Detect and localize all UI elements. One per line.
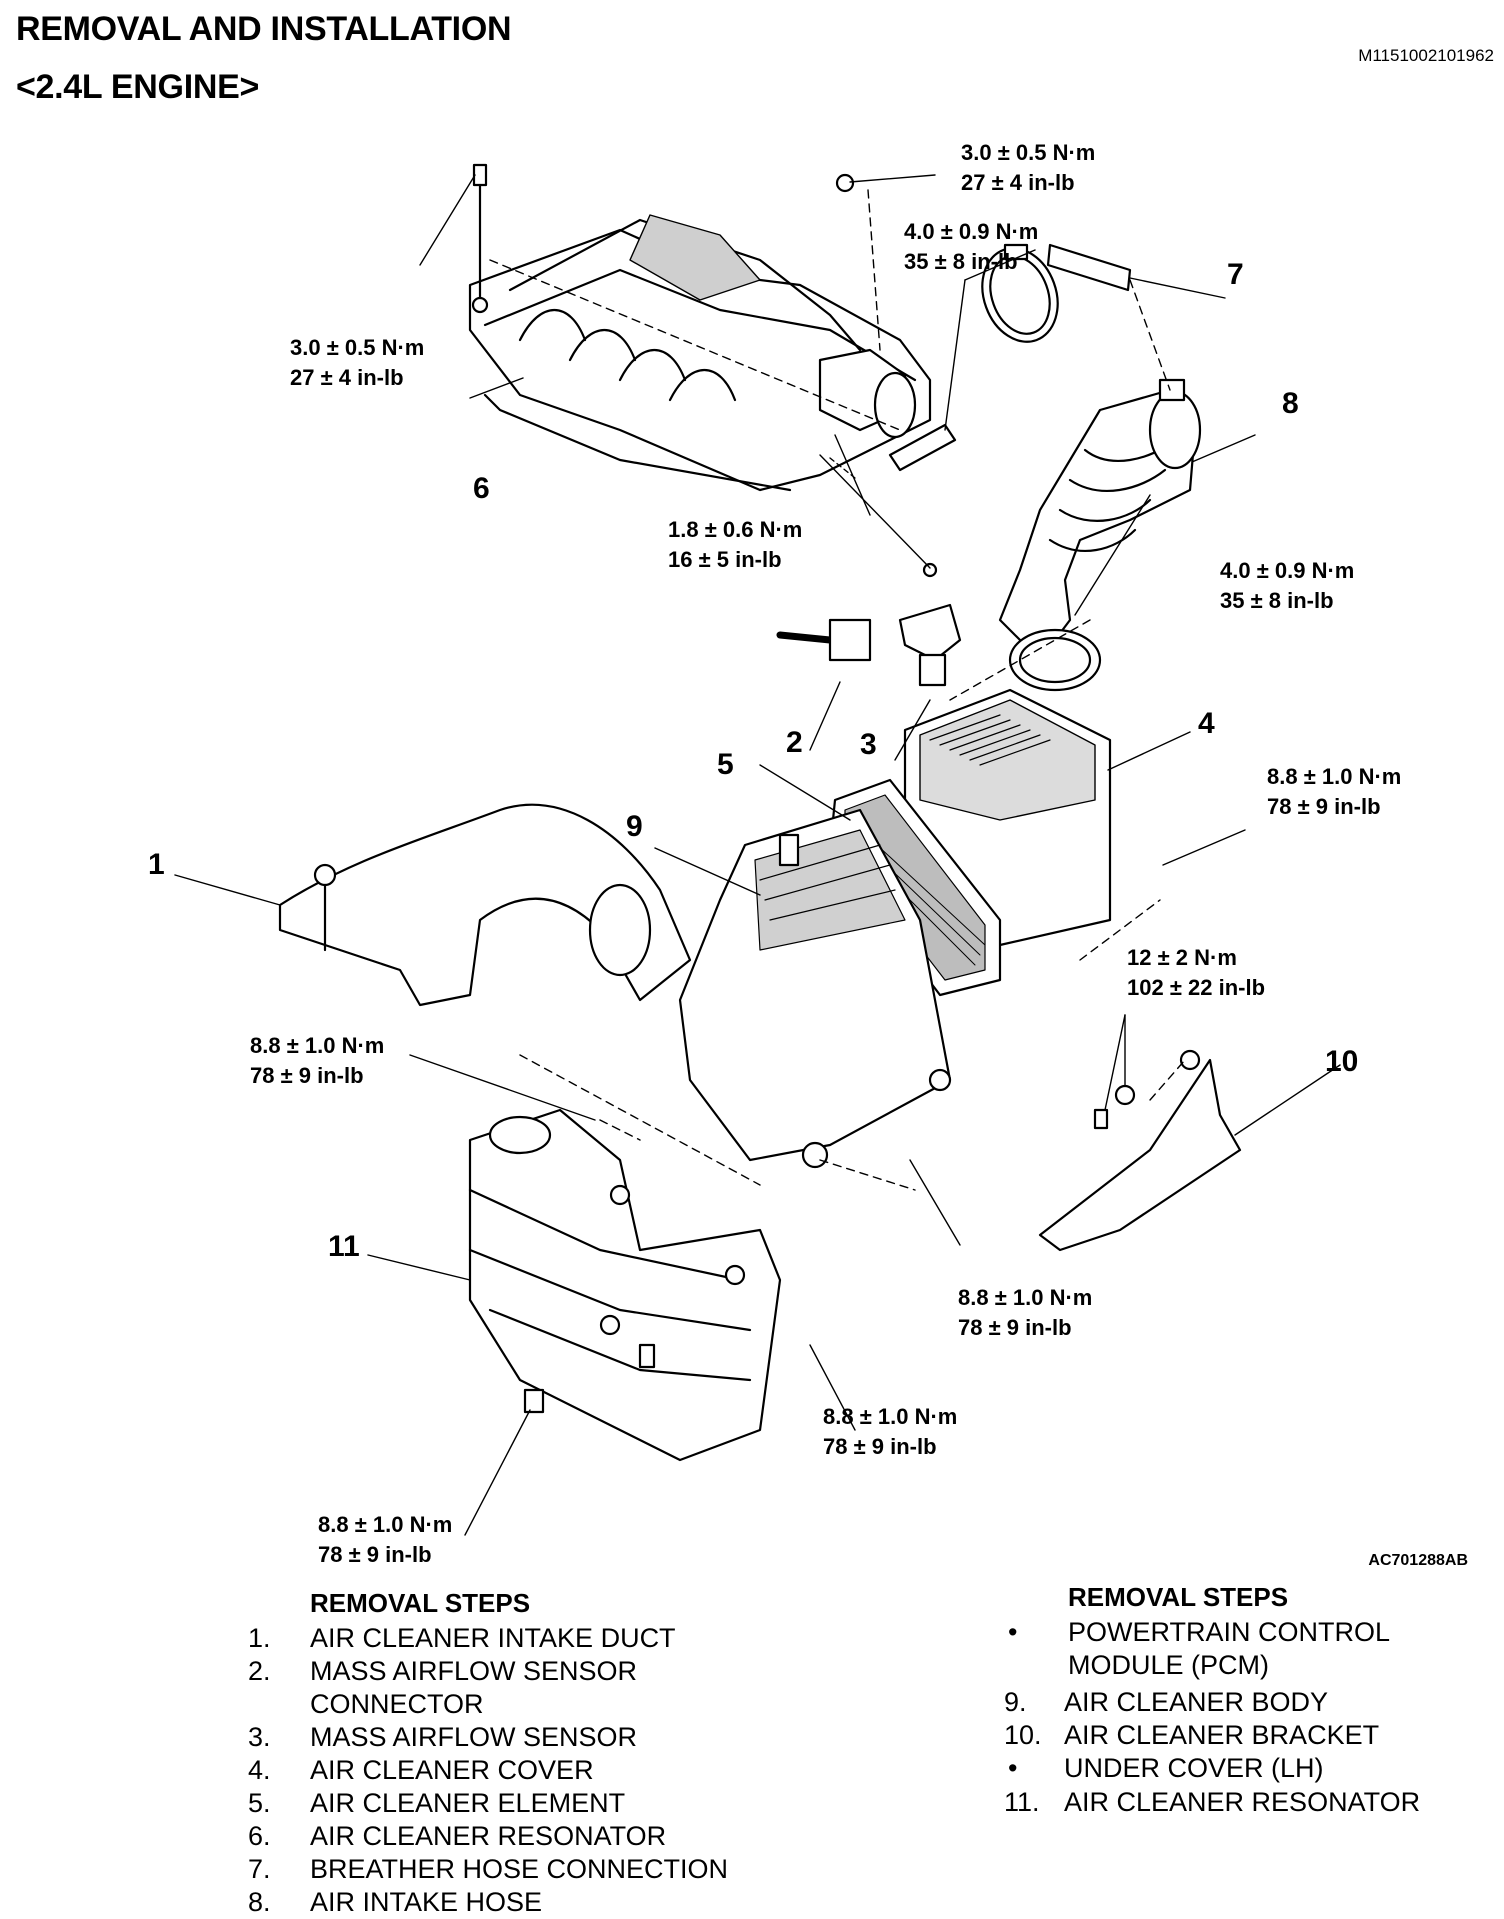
part-clamps-upper (835, 173, 1059, 472)
callout-1: 1 (148, 848, 165, 881)
part-6-air-cleaner-resonator (468, 163, 932, 492)
callout-3: 3 (860, 728, 877, 761)
figure-id: AC701288AB (1368, 1552, 1468, 1569)
part-7-breather-hose (1046, 243, 1132, 292)
part-8-air-intake-hose (998, 378, 1202, 692)
callout-5: 5 (717, 748, 734, 781)
part-3-mass-airflow-sensor (898, 562, 962, 687)
callout-11: 11 (328, 1230, 360, 1263)
callout-10: 10 (1325, 1045, 1359, 1078)
part-11-air-cleaner-resonator (468, 1108, 782, 1462)
part-1-air-cleaner-intake-duct (278, 803, 692, 1007)
callout-8: 8 (1282, 387, 1299, 420)
callout-2: 2 (786, 726, 803, 759)
callout-9: 9 (626, 810, 643, 843)
leader-lines (174, 174, 1341, 1536)
removal-steps-heading-left: REMOVAL STEPS (310, 1588, 531, 1618)
document-id: M1151002101962 (1358, 46, 1494, 65)
dashed-guides (489, 189, 1186, 1191)
callout-4: 4 (1198, 707, 1215, 740)
callout-6: 6 (473, 472, 490, 505)
page-title-line1: REMOVAL AND INSTALLATION (16, 10, 512, 48)
page-title-line2: <2.4L ENGINE> (16, 68, 260, 106)
removal-steps-heading-right: REMOVAL STEPS (1068, 1582, 1289, 1612)
exploded-diagram (174, 163, 1341, 1536)
part-10-air-cleaner-bracket (1038, 1049, 1242, 1252)
callout-7: 7 (1227, 258, 1244, 291)
part-9-air-cleaner-body (678, 808, 952, 1169)
part-2-mass-airflow-connector (776, 618, 872, 662)
